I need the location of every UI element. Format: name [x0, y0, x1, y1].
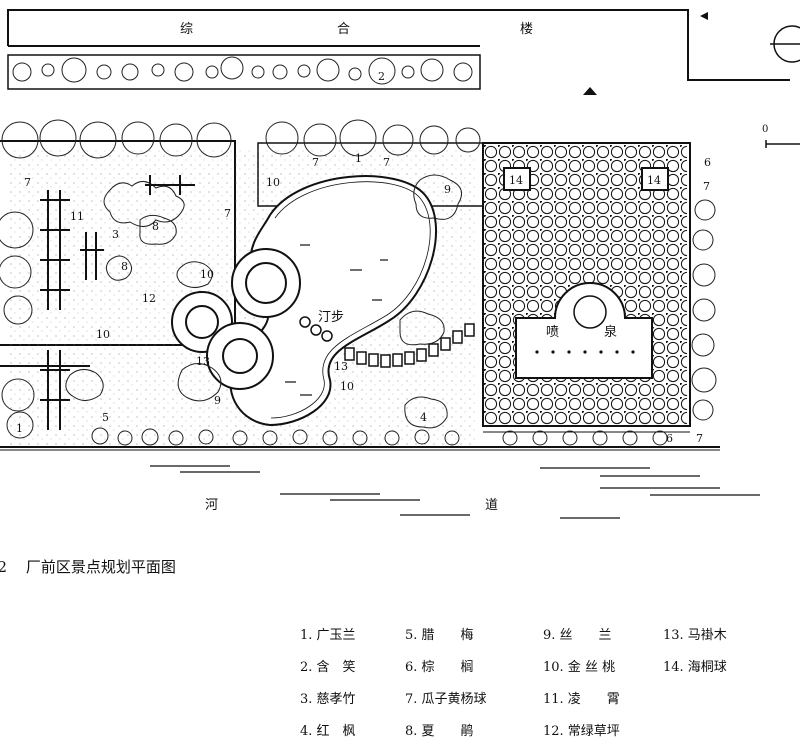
marker-1: 1 [355, 152, 362, 165]
legend-item: 4. 红 枫 [300, 724, 356, 739]
marker-6: 6 [666, 432, 673, 445]
legend-item: 10. 金 丝 桃 [543, 660, 616, 675]
legend-item [663, 688, 773, 707]
legend-item: 12. 常绿草坪 [543, 724, 620, 739]
figure-number: 52 [0, 558, 8, 576]
legend-item: 3. 慈孝竹 [300, 692, 356, 707]
legend-item: 6. 棕 榈 [405, 660, 474, 675]
marker-14: 14 [647, 174, 661, 187]
marker-3: 3 [112, 228, 119, 241]
building-label: 楼 [520, 22, 534, 37]
legend-item: 2. 含 笑 [300, 660, 356, 675]
stepping-stones [299, 316, 475, 368]
legend-item: 9. 丝 兰 [543, 628, 612, 643]
fountain-label: 泉 [604, 325, 618, 340]
legend-item: 13. 马褂木 [663, 628, 727, 643]
fountain-label: 喷 [546, 325, 560, 340]
marker-6: 6 [704, 156, 711, 169]
building-shrub-row [12, 56, 473, 85]
marker-10: 10 [96, 328, 110, 341]
marker-7: 7 [703, 180, 710, 193]
marker-13: 13 [334, 360, 348, 373]
legend-item: 1. 广玉兰 [300, 628, 356, 643]
stepping-stones-label: 汀步 [318, 310, 345, 325]
building-label: 综 [180, 22, 194, 37]
legend-item: 14. 海桐球 [663, 660, 727, 675]
marker-7: 7 [383, 156, 390, 169]
legend-item: 11. 凌 霄 [543, 692, 620, 707]
marker-7: 7 [696, 432, 703, 445]
marker-14: 14 [509, 174, 523, 187]
river-label: 河 [205, 498, 219, 513]
fountain-plaza [515, 282, 653, 379]
scale-bar [765, 140, 800, 148]
marker-13: 13 [196, 355, 210, 368]
marker-10: 10 [200, 268, 214, 281]
legend-item [663, 720, 773, 739]
boundary-trees [0, 119, 717, 446]
marker-7: 7 [312, 156, 319, 169]
scale-zero-label: 0 [762, 124, 769, 135]
marker-8: 8 [121, 260, 128, 273]
office-building [7, 9, 790, 90]
entrance-arrow-icon [700, 12, 708, 20]
north-arrow-icon [770, 25, 800, 63]
figure-caption: 52 厂前区景点规划平面图 [0, 556, 176, 577]
bamboo-clusters [40, 175, 195, 430]
planter-boxes [503, 167, 669, 191]
shrub-masses [65, 174, 463, 429]
marker-5: 5 [102, 411, 109, 424]
legend-item: 8. 夏 鹃 [405, 724, 474, 739]
marker-7: 7 [24, 176, 31, 189]
marker-8: 8 [152, 220, 159, 233]
marker-4: 4 [420, 411, 427, 424]
river-label: 道 [485, 498, 499, 513]
marker-7: 7 [224, 207, 231, 220]
river-lines [150, 465, 760, 519]
entrance-arrow-icon [583, 87, 597, 95]
legend-item: 7. 瓜子黄杨球 [405, 692, 487, 707]
marker-10: 10 [266, 176, 280, 189]
plant-number-markers: 2 1 1 3 4 5 6 6 7 7 7 7 7 7 8 8 9 9 10 1… [16, 70, 711, 445]
marker-2: 2 [378, 70, 385, 83]
legend-item: 5. 腊 梅 [405, 628, 474, 643]
site-boundary [0, 140, 720, 451]
marker-1: 1 [16, 422, 23, 435]
building-label: 合 [337, 22, 351, 37]
circular-platforms [171, 248, 301, 390]
marker-12: 12 [142, 292, 156, 305]
plant-legend: 1. 广玉兰 5. 腊 梅 9. 丝 兰 13. 马褂木 2. 含 笑 6. 棕… [300, 624, 773, 739]
marker-11: 11 [70, 210, 84, 223]
marker-9: 9 [444, 183, 451, 196]
marker-10: 10 [340, 380, 354, 393]
marker-9: 9 [214, 394, 221, 407]
figure-title: 厂前区景点规划平面图 [25, 558, 176, 576]
